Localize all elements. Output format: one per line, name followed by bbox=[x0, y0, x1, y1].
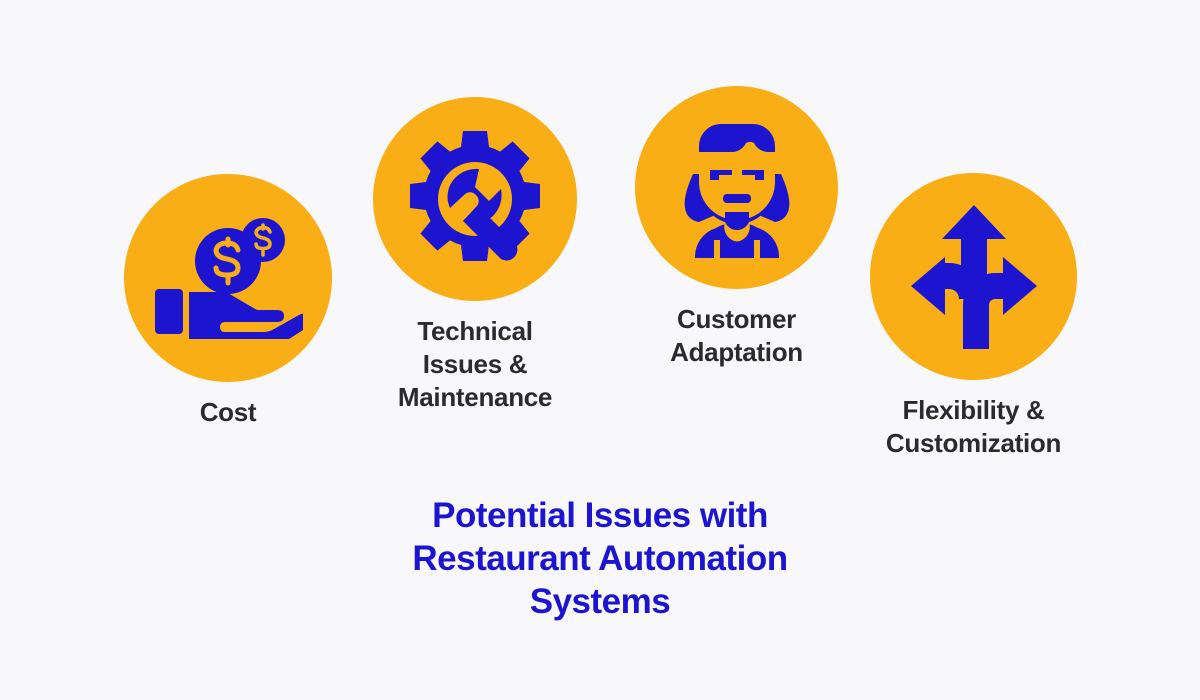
item-label-customer: Customer Adaptation bbox=[670, 304, 803, 367]
gear-wrench-icon bbox=[405, 129, 545, 269]
icon-circle-cost bbox=[124, 174, 332, 382]
icon-circle-flexibility bbox=[870, 173, 1077, 380]
infographic-item-flexibility: Flexibility & Customization bbox=[870, 173, 1077, 460]
infographic-item-technical: Technical Issues & Maintenance bbox=[373, 97, 577, 414]
three-way-arrows-icon bbox=[899, 203, 1049, 351]
infographic-item-customer: Customer Adaptation bbox=[635, 86, 838, 369]
infographic-headline: Potential Issues with Restaurant Automat… bbox=[0, 494, 1200, 623]
item-label-technical: Technical Issues & Maintenance bbox=[397, 316, 553, 412]
hand-holding-money-icon bbox=[153, 217, 303, 339]
infographic-item-cost: Cost bbox=[124, 174, 332, 429]
item-label-cost: Cost bbox=[199, 397, 257, 427]
headline-line-2: Restaurant Automation bbox=[412, 539, 788, 578]
customer-person-icon bbox=[673, 118, 801, 258]
headline-line-1: Potential Issues with bbox=[432, 496, 768, 535]
headline-line-3: Systems bbox=[529, 582, 671, 621]
icon-circle-technical bbox=[373, 97, 577, 301]
icon-circle-customer bbox=[635, 86, 838, 289]
item-label-flexibility: Flexibility & Customization bbox=[885, 395, 1062, 458]
